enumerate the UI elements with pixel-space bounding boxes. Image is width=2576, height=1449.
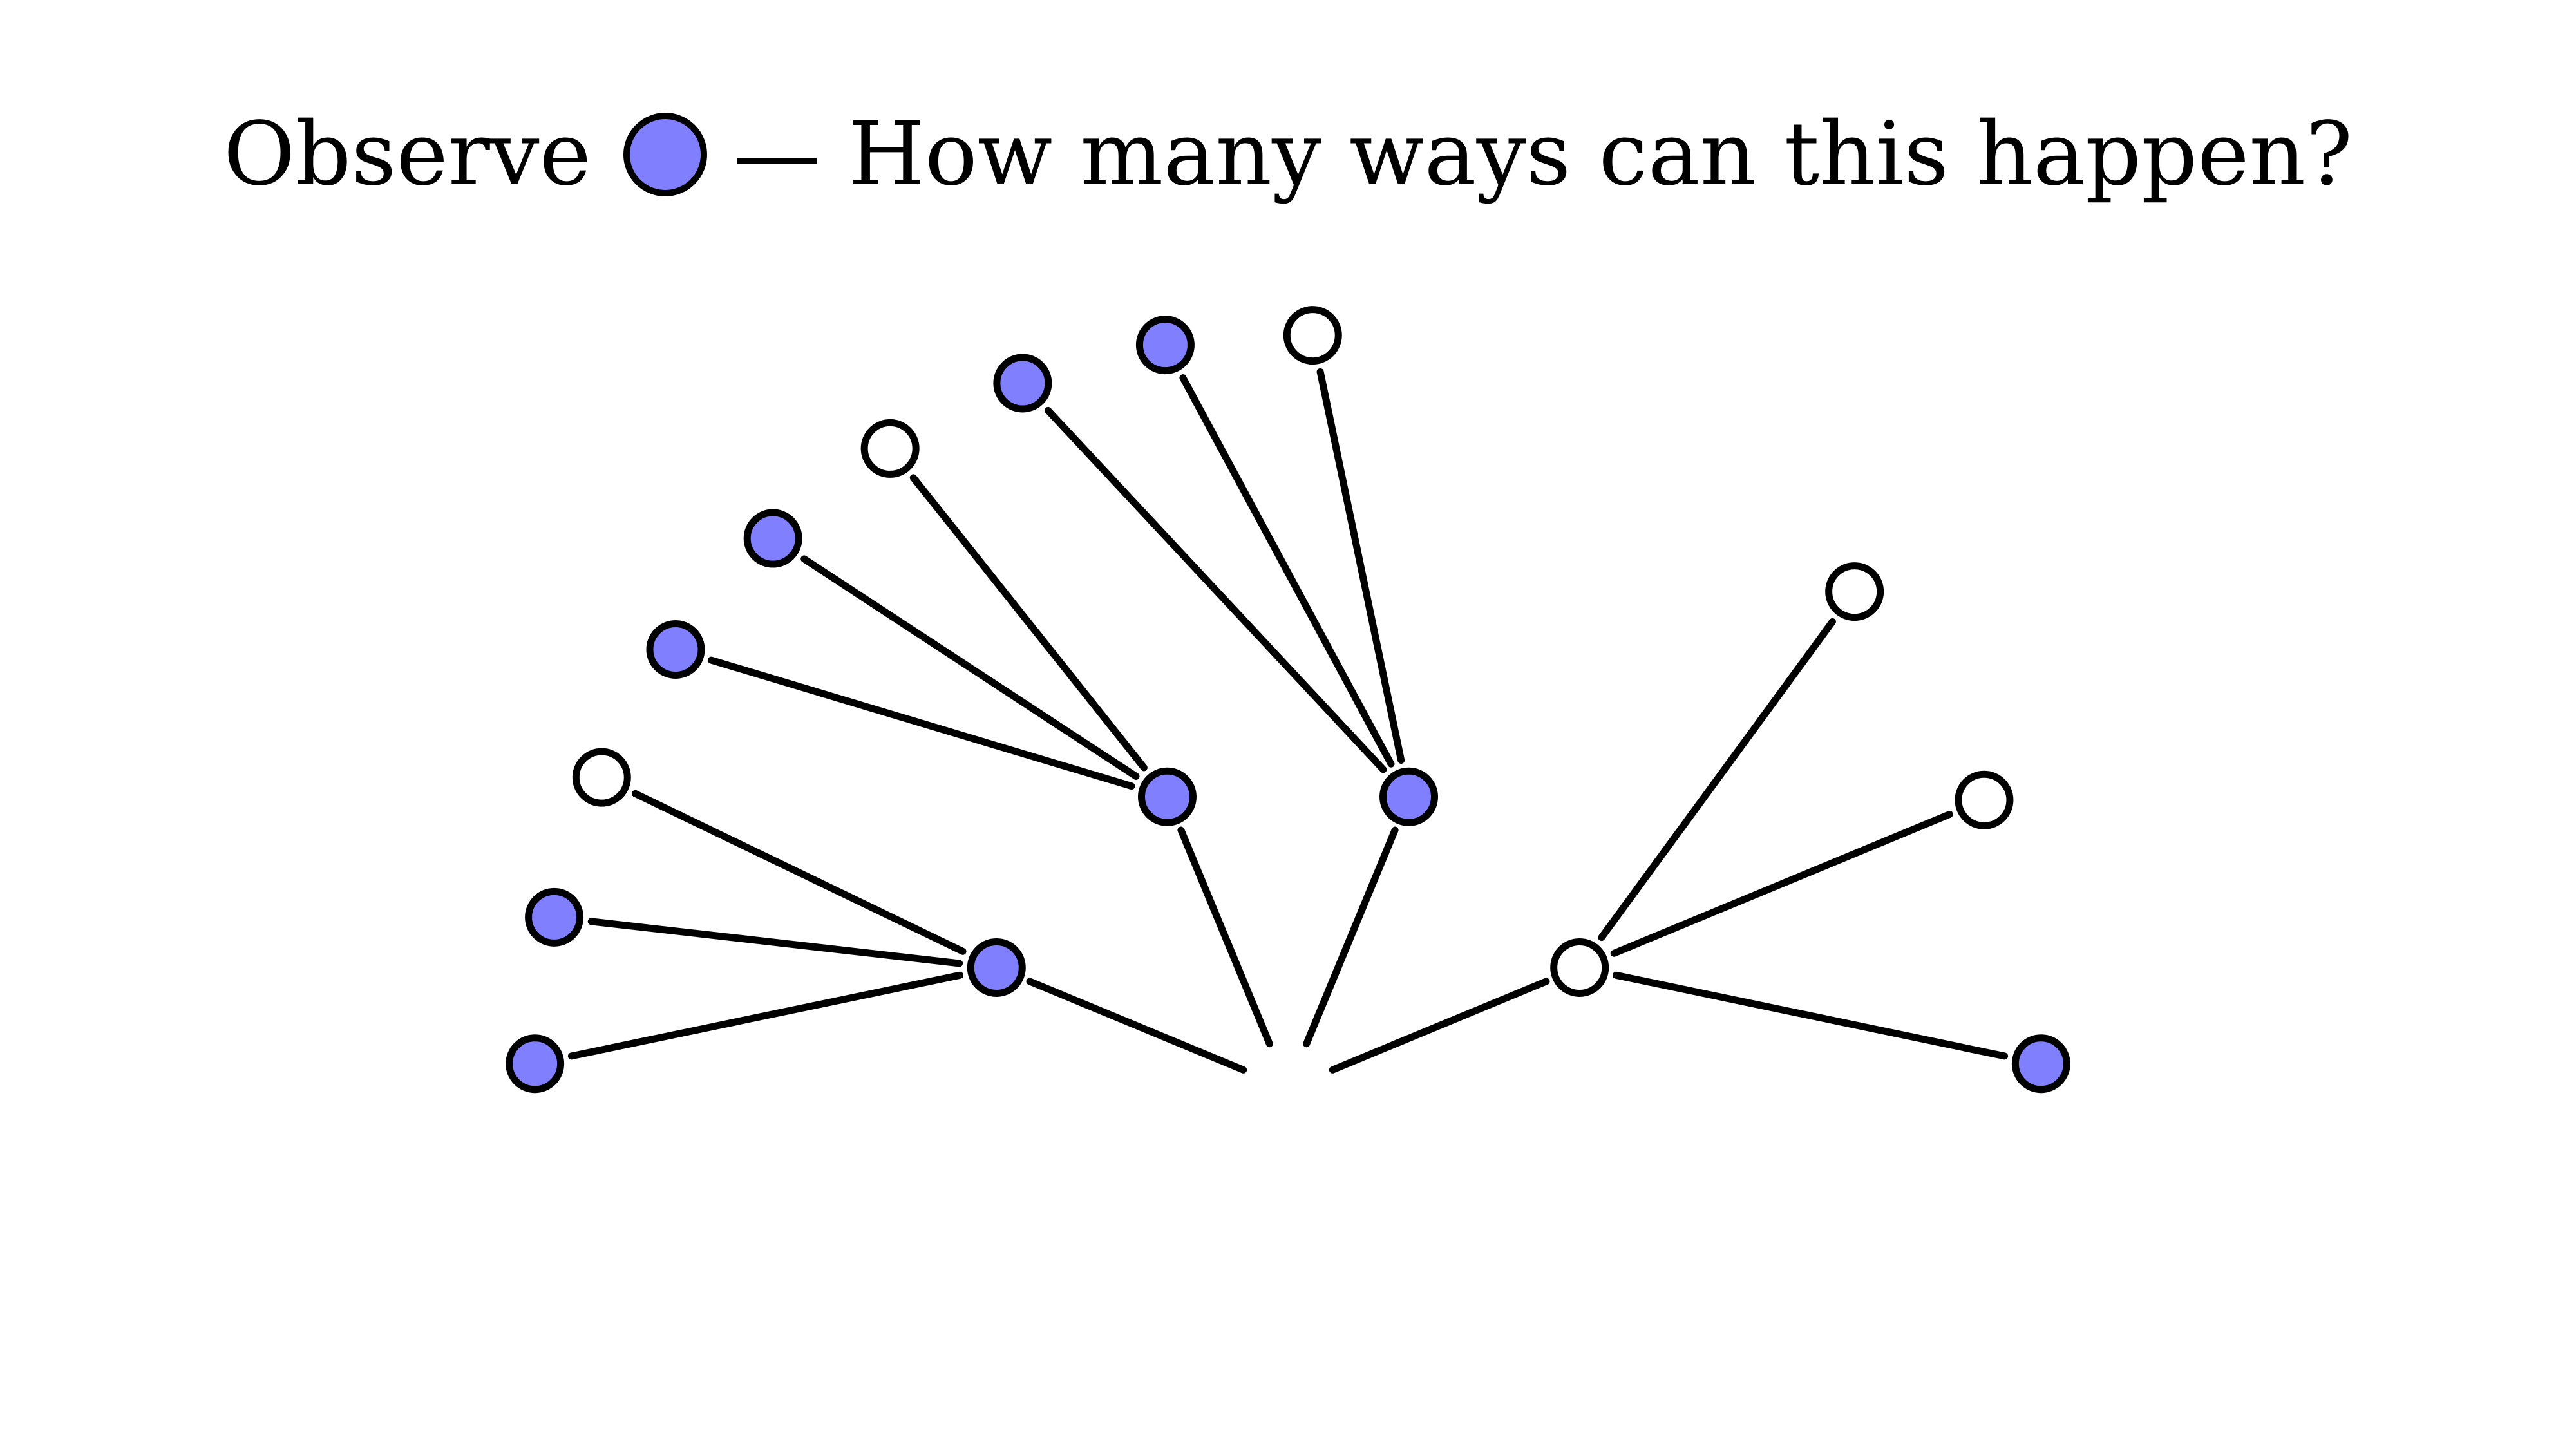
- trunk-branch-2: [1177, 826, 1273, 1048]
- filled-marble-3-2: [1135, 316, 1195, 375]
- filled-marble-2: [1137, 767, 1197, 826]
- branch-2-2: [800, 555, 1140, 781]
- trunk-branch-4: [1329, 978, 1550, 1074]
- branch-2-3: [909, 474, 1148, 772]
- branch-4-2: [1610, 810, 1953, 957]
- filled-marble-3-1: [993, 354, 1052, 413]
- trunk-branch-1: [1026, 978, 1247, 1074]
- branch-3-2: [1179, 374, 1395, 768]
- title-question: — How many ways can this happen?: [733, 104, 2353, 205]
- branch-3-1: [1044, 406, 1387, 773]
- branch-4-1: [1598, 618, 1836, 942]
- filled-marble-1: [967, 938, 1026, 997]
- filled-marble-1-1: [506, 1034, 565, 1094]
- empty-marble-2-3: [860, 419, 920, 478]
- branch-1-2: [587, 918, 963, 967]
- branch-2-1: [708, 656, 1135, 790]
- title-prefix: Observe: [223, 104, 592, 205]
- filled-marble-1-2: [525, 887, 584, 947]
- filled-marble-2-2: [743, 509, 802, 568]
- branch-3-3: [1316, 368, 1405, 764]
- branch-1-3: [632, 790, 967, 955]
- empty-marble-3-3: [1283, 306, 1342, 365]
- branch-1-1: [567, 971, 964, 1060]
- trunk-branch-3: [1303, 826, 1399, 1048]
- empty-marble-4-2: [1955, 770, 2014, 829]
- filled-marble-icon: [623, 113, 708, 196]
- empty-marble-4: [1550, 938, 1609, 997]
- filled-marble-4-3: [2011, 1034, 2070, 1094]
- page-title: Observe — How many ways can this happen?: [0, 90, 2576, 219]
- branch-4-3: [1612, 971, 2009, 1060]
- filled-marble-2-1: [646, 620, 705, 679]
- empty-marble-4-1: [1825, 562, 1884, 621]
- filled-marble-3: [1379, 767, 1439, 826]
- empty-marble-1-3: [572, 748, 631, 807]
